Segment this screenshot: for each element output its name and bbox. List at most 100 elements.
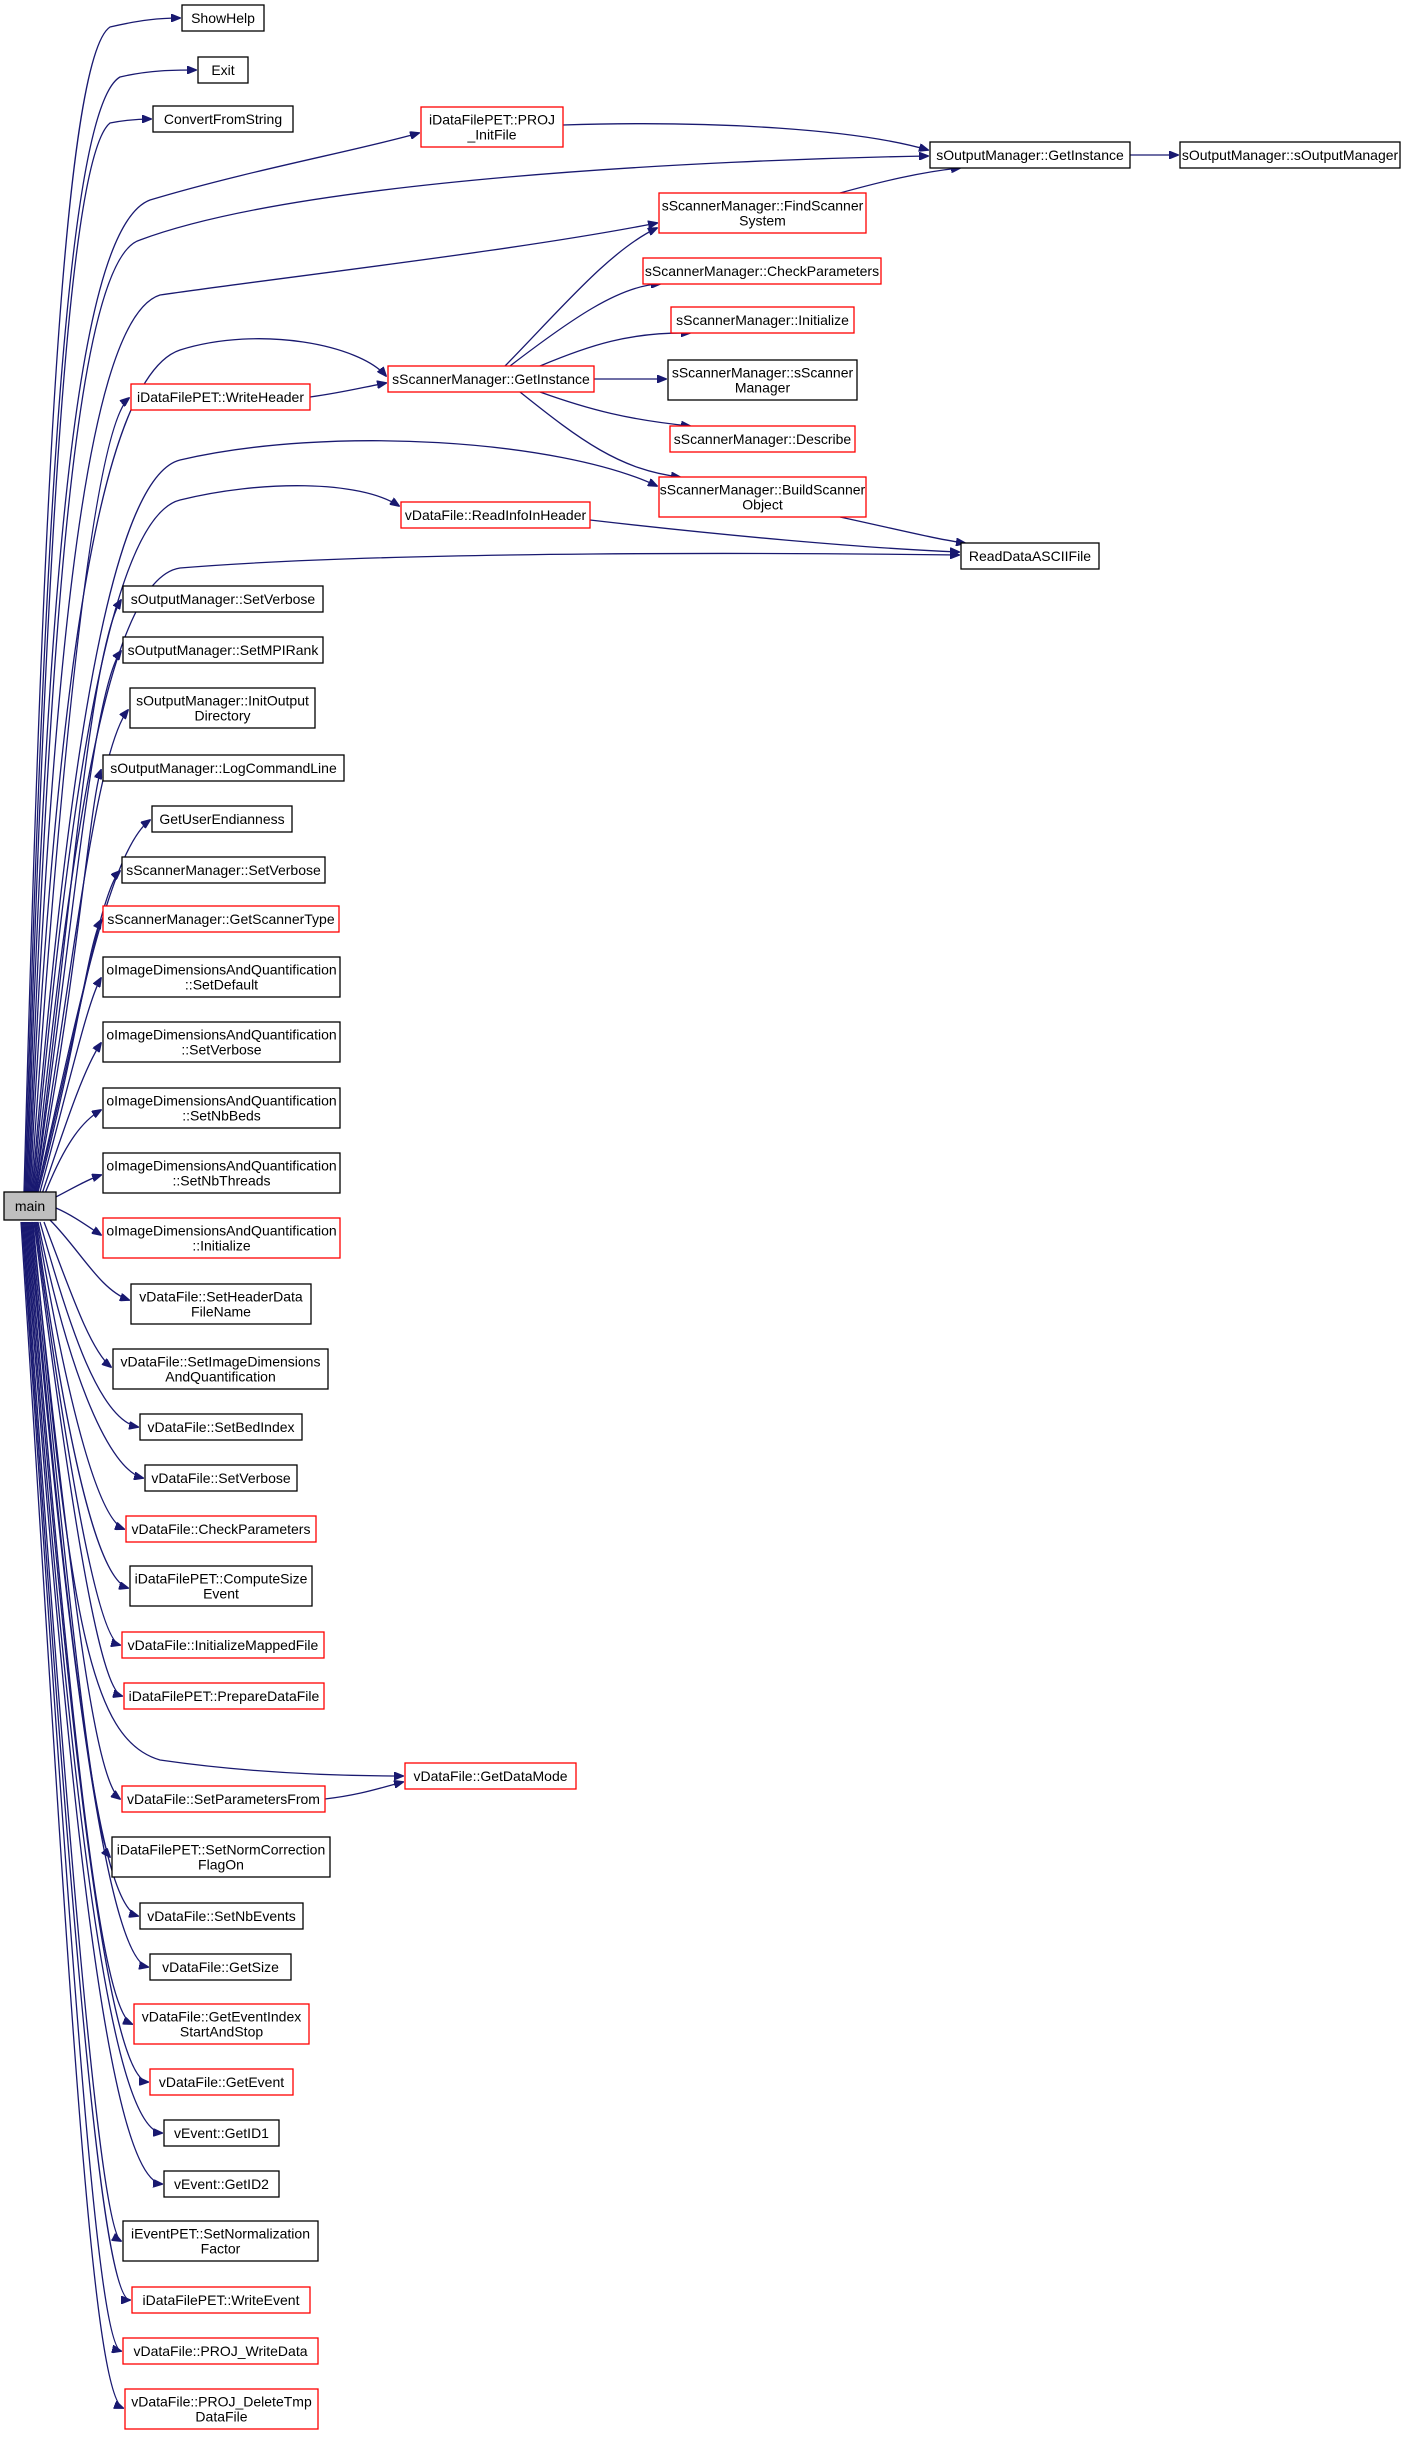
node-oimg-setverbose[interactable]: oImageDimensionsAndQuantification::SetVe… <box>102 1021 341 1063</box>
edge-main-to-df-projdeletetmp <box>20 1221 123 2408</box>
node-label: _InitFile <box>466 127 516 143</box>
edge-main-to-findscanner <box>28 223 657 1193</box>
node-box <box>658 476 867 518</box>
node-label: vDataFile::PROJ_WriteData <box>133 2343 307 2359</box>
node-label: ConvertFromString <box>164 111 282 127</box>
node-label: AndQuantification <box>165 1369 276 1385</box>
node-df-projwritedata[interactable]: vDataFile::PROJ_WriteData <box>122 2337 319 2365</box>
node-df-setbedindex[interactable]: vDataFile::SetBedIndex <box>139 1413 303 1441</box>
node-scanner-setverbose[interactable]: sScannerManager::SetVerbose <box>121 856 326 884</box>
node-df-setimagedimensions[interactable]: vDataFile::SetImageDimensionsAndQuantifi… <box>112 1348 329 1390</box>
node-oimg-setdefault[interactable]: oImageDimensionsAndQuantification::SetDe… <box>102 956 341 998</box>
edge-scanner-getinstance-to-findscanner <box>504 228 657 367</box>
node-oimg-setnbthreads[interactable]: oImageDimensionsAndQuantification::SetNb… <box>102 1152 341 1194</box>
node-label: Directory <box>194 708 250 724</box>
edge-main-to-convertfromstring <box>25 119 151 1193</box>
node-oimg-initialize[interactable]: oImageDimensionsAndQuantification::Initi… <box>102 1217 341 1259</box>
node-scanner-describe[interactable]: sScannerManager::Describe <box>669 425 856 453</box>
node-out-setverbose[interactable]: sOutputManager::SetVerbose <box>122 585 324 613</box>
node-label: iDataFilePET::PrepareDataFile <box>129 1688 320 1704</box>
node-box <box>123 1682 325 1710</box>
node-label: oImageDimensionsAndQuantification <box>106 1027 336 1043</box>
node-box <box>669 425 856 453</box>
node-df-getdatamode[interactable]: vDataFile::GetDataMode <box>404 1762 577 1790</box>
node-scanner-ctor[interactable]: sScannerManager::sScannerManager <box>667 359 858 401</box>
node-label: ReadDataASCIIFile <box>969 548 1091 564</box>
node-label: sScannerManager::GetScannerType <box>107 911 334 927</box>
node-box <box>111 1836 331 1878</box>
edge-scanner-getinstance-to-checkparams-scanner <box>509 284 660 367</box>
node-readdataascii[interactable]: ReadDataASCIIFile <box>960 542 1100 570</box>
node-box <box>131 2286 311 2314</box>
node-df-getsize[interactable]: vDataFile::GetSize <box>149 1953 292 1981</box>
node-proj-initfile[interactable]: iDataFilePET::PROJ_InitFile <box>420 106 564 148</box>
edge-scanner-getinstance-to-scanner-describe <box>539 391 690 426</box>
node-out-ctor[interactable]: sOutputManager::sOutputManager <box>1179 141 1401 169</box>
node-convertfromstring[interactable]: ConvertFromString <box>152 105 294 133</box>
node-df-checkparameters[interactable]: vDataFile::CheckParameters <box>125 1515 317 1543</box>
node-label: FlagOn <box>198 1857 244 1873</box>
node-out-setmpirank[interactable]: sOutputManager::SetMPIRank <box>122 636 324 664</box>
node-box <box>122 2337 319 2365</box>
node-writeheader[interactable]: iDataFilePET::WriteHeader <box>130 383 311 411</box>
node-box <box>163 2119 280 2147</box>
node-box <box>152 105 294 133</box>
node-pet-writeevent[interactable]: iDataFilePET::WriteEvent <box>131 2286 311 2314</box>
node-box <box>667 359 858 401</box>
edge-main-to-df-setheaderdatafilename <box>49 1219 129 1300</box>
node-box <box>144 1464 298 1492</box>
node-main[interactable]: main <box>3 1191 57 1221</box>
node-box <box>420 106 564 148</box>
node-ev-getid1[interactable]: vEvent::GetID1 <box>163 2119 280 2147</box>
node-df-initializemappedfile[interactable]: vDataFile::InitializeMappedFile <box>121 1631 325 1659</box>
node-ev-getid2[interactable]: vEvent::GetID2 <box>163 2170 280 2198</box>
node-readinfoinheader[interactable]: vDataFile::ReadInfoInHeader <box>400 501 591 529</box>
node-box <box>181 4 265 32</box>
edge-main-to-pet-preparedatafile <box>33 1221 122 1696</box>
node-out-getinstance[interactable]: sOutputManager::GetInstance <box>929 141 1131 169</box>
edge-main-to-df-geteventindex <box>27 1221 132 2024</box>
node-label: sOutputManager::SetMPIRank <box>128 642 320 658</box>
node-scanner-initialize[interactable]: sScannerManager::Initialize <box>670 306 855 334</box>
edge-main-to-df-setparametersfrom <box>31 1221 120 1799</box>
edge-main-to-buildscanner <box>31 440 657 1193</box>
node-label: ::Initialize <box>192 1238 251 1254</box>
node-df-setparametersfrom[interactable]: vDataFile::SetParametersFrom <box>121 1785 326 1813</box>
node-box <box>197 56 249 84</box>
edge-main-to-df-getsize <box>28 1221 148 1967</box>
node-label: vDataFile::GetSize <box>162 1959 279 1975</box>
node-box <box>1179 141 1401 169</box>
node-label: sScannerManager::GetInstance <box>392 371 590 387</box>
node-showhelp[interactable]: ShowHelp <box>181 4 265 32</box>
edge-findscanner-to-out-getinstance <box>839 168 960 194</box>
edge-main-to-oimg-setdefault <box>39 978 101 1193</box>
node-checkparams-scanner[interactable]: sScannerManager::CheckParameters <box>642 257 882 285</box>
node-out-logcommandline[interactable]: sOutputManager::LogCommandLine <box>102 754 345 782</box>
node-df-setnbevents[interactable]: vDataFile::SetNbEvents <box>139 1902 304 1930</box>
node-getuserendianness[interactable]: GetUserEndianness <box>151 805 293 833</box>
node-oimg-setnbbeds[interactable]: oImageDimensionsAndQuantification::SetNb… <box>102 1087 341 1129</box>
node-scanner-getscannertype[interactable]: sScannerManager::GetScannerType <box>102 905 340 933</box>
node-label: vDataFile::SetVerbose <box>151 1470 291 1486</box>
node-box <box>124 2388 319 2430</box>
node-box <box>121 1631 325 1659</box>
node-pet-preparedatafile[interactable]: iDataFilePET::PrepareDataFile <box>123 1682 325 1710</box>
node-scanner-getinstance[interactable]: sScannerManager::GetInstance <box>387 365 595 393</box>
node-box <box>387 365 595 393</box>
node-exit[interactable]: Exit <box>197 56 249 84</box>
node-df-getevent[interactable]: vDataFile::GetEvent <box>149 2068 294 2096</box>
node-label: sScannerManager::Initialize <box>676 312 849 328</box>
node-df-setverbose[interactable]: vDataFile::SetVerbose <box>144 1464 298 1492</box>
node-box <box>102 1021 341 1063</box>
node-label: DataFile <box>195 2409 247 2425</box>
